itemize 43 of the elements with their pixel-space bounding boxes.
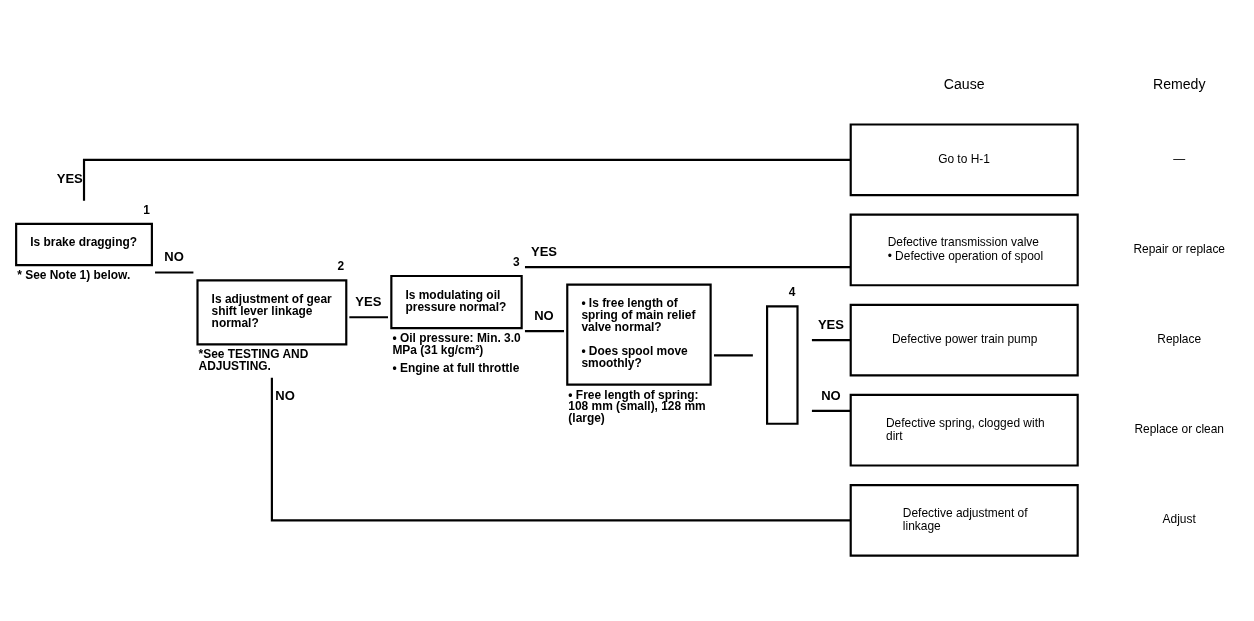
connector	[811, 339, 851, 342]
connector	[524, 265, 851, 269]
label: —	[1173, 151, 1186, 166]
label: Remedy	[1152, 75, 1206, 92]
connector	[811, 409, 851, 413]
node-box: Go to H-1	[849, 123, 1079, 197]
edge-label: YES	[530, 243, 558, 259]
node-label: 4	[788, 285, 796, 300]
node-label: 2	[337, 259, 345, 274]
node-label: 1	[143, 202, 150, 217]
label: Repair or replace	[1133, 242, 1225, 256]
connector	[270, 377, 851, 522]
node-box: Defective adjustment of linkage	[849, 484, 1079, 557]
node-box: Defective transmission valve • Defective operation of spool	[849, 213, 1079, 287]
node-box: Is modulating oil pressure normal?	[390, 274, 523, 330]
edge-label: YES	[56, 171, 83, 187]
connector	[713, 354, 753, 357]
node-box	[766, 305, 799, 425]
label: Replace	[1157, 332, 1202, 347]
edge-label: NO	[275, 387, 295, 403]
node-label: 3	[512, 255, 520, 270]
label: Adjust	[1162, 512, 1196, 527]
node-box: Defective spring, clogged with dirt	[849, 393, 1079, 467]
edge-label: NO	[821, 387, 841, 403]
connector	[349, 316, 388, 319]
edge-label: NO	[534, 307, 554, 323]
node-box: Is brake dragging?	[15, 222, 153, 267]
node-label: * See Note 1) below.	[17, 268, 131, 283]
node-label: • Engine at full throttle	[392, 361, 520, 376]
edge-label: YES	[355, 293, 382, 309]
node-label: • Oil pressure: Min. 3.0 MPa (31 kg/cm²)	[392, 331, 521, 357]
label: Replace or clean	[1134, 422, 1225, 437]
edge-label: YES	[817, 316, 844, 332]
edge-label: NO	[164, 249, 184, 265]
connector	[524, 330, 564, 333]
label: Cause	[943, 75, 985, 92]
node-label: • Free length of spring: 108 mm (small), 128 mm (large)	[568, 387, 706, 426]
node-label: *See TESTING AND ADJUSTING.	[198, 347, 309, 374]
node-box: Defective power train pump	[849, 303, 1079, 377]
node-box: • Is free length of spring of main relief valve normal? • Does spool move smoothly?	[566, 283, 712, 386]
node-box: Is adjustment of gear shift lever linkage normal?	[196, 279, 348, 346]
connector	[155, 271, 194, 274]
connector	[82, 158, 851, 201]
